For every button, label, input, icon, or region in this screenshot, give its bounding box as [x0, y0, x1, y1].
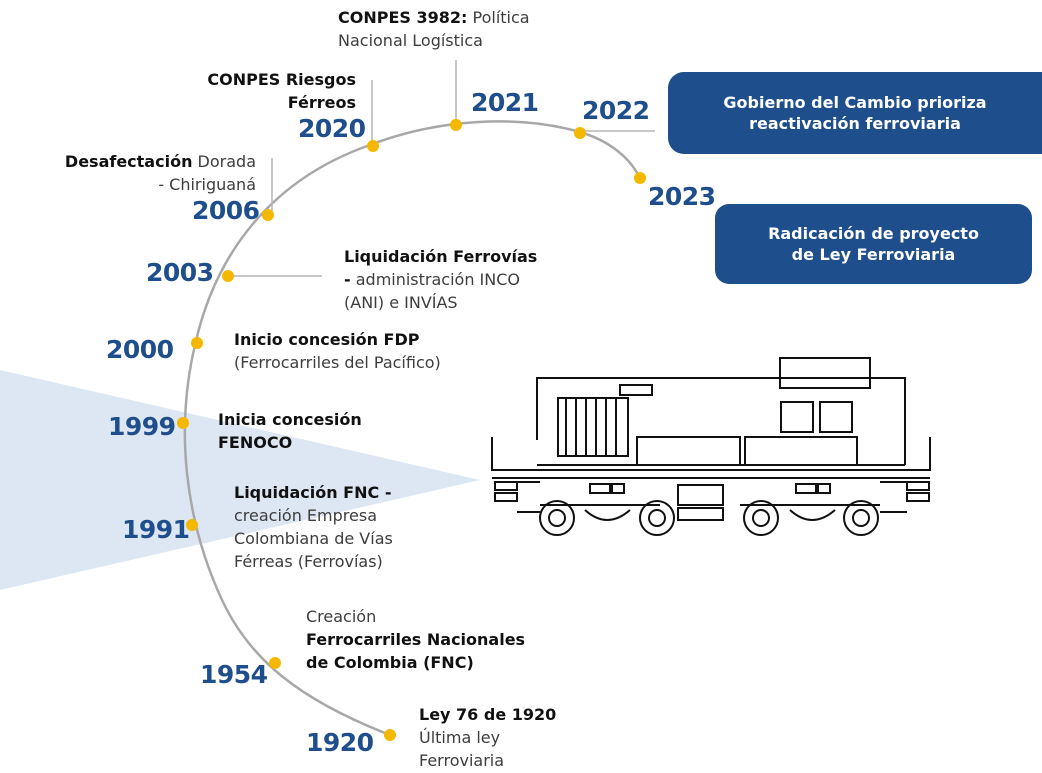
- label-2006-line1: Dorada: [192, 152, 256, 171]
- marker-1920: [384, 729, 396, 741]
- label-2003-dash: -: [344, 270, 351, 289]
- marker-2021: [450, 119, 462, 131]
- label-1920-title: Ley 76 de 1920: [419, 705, 557, 724]
- year-1920: 1920: [306, 728, 374, 757]
- label-1920-line2: Ferroviaria: [419, 751, 505, 770]
- label-1954: Creación Ferrocarriles Nacionales de Col…: [306, 605, 525, 674]
- marker-1999: [177, 417, 189, 429]
- label-1991-title: Liquidación FNC: [234, 483, 380, 502]
- highlight-wedge: [0, 370, 480, 590]
- label-1920-line1: Última ley: [419, 728, 501, 747]
- year-2023: 2023: [648, 182, 716, 211]
- label-1999: Inicia concesión FENOCO: [218, 408, 362, 454]
- label-1954-title2: de Colombia (FNC): [306, 653, 474, 672]
- marker-2006: [262, 209, 274, 221]
- marker-1954: [269, 657, 281, 669]
- label-2000-line1: (Ferrocarriles del Pacífico): [234, 353, 441, 372]
- box-2022: Gobierno del Cambio prioriza reactivació…: [668, 72, 1042, 154]
- label-1991-line2: Colombiana de Vías: [234, 529, 393, 548]
- year-1999: 1999: [108, 412, 176, 441]
- year-2020: 2020: [298, 114, 366, 143]
- label-1999-title2: FENOCO: [218, 433, 293, 452]
- label-1954-title1: Ferrocarriles Nacionales: [306, 630, 526, 649]
- marker-2023: [634, 172, 646, 184]
- label-1991-line3: Férreas (Ferrovías): [234, 552, 383, 571]
- locomotive-icon: [491, 357, 931, 536]
- timeline-arc: [183, 120, 642, 737]
- label-2003-title: Liquidación Ferrovías: [344, 247, 538, 266]
- year-2022: 2022: [582, 96, 650, 125]
- marker-2000: [191, 337, 203, 349]
- marker-2022: [574, 127, 586, 139]
- label-2000-title: Inicio concesión FDP: [234, 330, 420, 349]
- label-1991: Liquidación FNC - creación Empresa Colom…: [234, 481, 393, 573]
- label-1999-title1: Inicia concesión: [218, 410, 362, 429]
- label-2020-title2: Férreos: [287, 93, 356, 112]
- marker-1991: [186, 519, 198, 531]
- year-1954: 1954: [200, 660, 268, 689]
- label-2000: Inicio concesión FDP (Ferrocarriles del …: [234, 328, 441, 374]
- label-1991-dash: -: [379, 483, 392, 502]
- label-2003-line1: administración INCO: [350, 270, 521, 289]
- box-2023: Radicación de proyecto de Ley Ferroviari…: [715, 204, 1032, 284]
- label-2003: Liquidación Ferrovías - administración I…: [344, 245, 537, 314]
- label-1920: Ley 76 de 1920 Última ley Ferroviaria: [419, 703, 556, 772]
- year-1991: 1991: [122, 515, 190, 544]
- year-2006: 2006: [192, 196, 260, 225]
- label-2006-title: Desafectación: [64, 152, 193, 171]
- year-2003: 2003: [146, 258, 214, 287]
- marker-2003: [222, 270, 234, 282]
- year-2021: 2021: [471, 88, 539, 117]
- label-2003-line2: (ANI) e INVÍAS: [344, 293, 458, 312]
- label-1954-pre: Creación: [306, 607, 377, 626]
- label-2020: CONPES Riesgos Férreos: [120, 68, 356, 114]
- year-2000: 2000: [106, 335, 174, 364]
- label-1991-line1: creación Empresa: [234, 506, 377, 525]
- label-2020-title1: CONPES Riesgos: [207, 70, 356, 89]
- label-2006: Desafectación Dorada - Chiriguaná: [0, 150, 256, 196]
- label-2021: CONPES 3982: Política Nacional Logística: [338, 6, 530, 52]
- label-2006-line2: - Chiriguaná: [158, 175, 256, 194]
- label-2021-line2: Nacional Logística: [338, 31, 483, 50]
- label-2021-line1: Política: [467, 8, 530, 27]
- label-2021-title: CONPES 3982:: [338, 8, 468, 27]
- marker-2020: [367, 140, 379, 152]
